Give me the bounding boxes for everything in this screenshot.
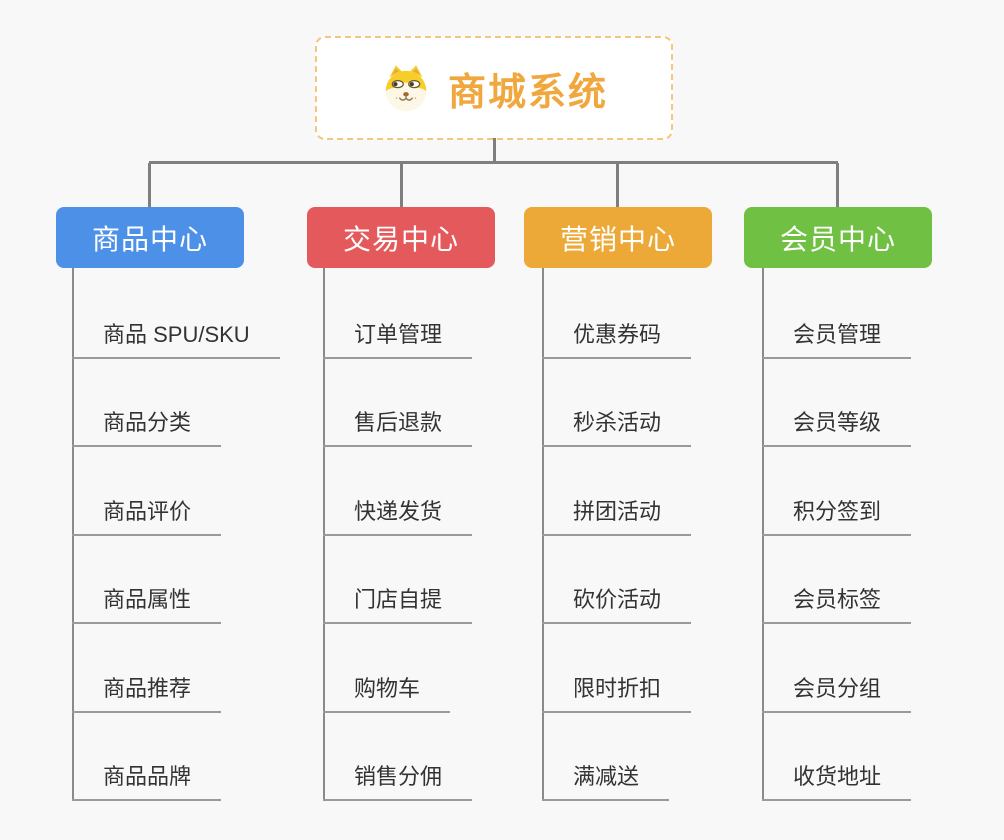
leaf-node[interactable]: 商品推荐 [72, 676, 222, 713]
branch-node-product-center[interactable]: 商品中心 [56, 207, 244, 268]
leaf-node[interactable]: 商品分类 [72, 410, 222, 447]
leaf-node[interactable]: 商品 SPU/SKU [72, 322, 280, 359]
leaf-node[interactable]: 购物车 [323, 676, 451, 713]
connector-horizontal-bus [149, 161, 838, 164]
leaf-node[interactable]: 优惠券码 [542, 322, 692, 359]
leaf-node[interactable]: 售后退款 [323, 410, 473, 447]
root-title: 商城系统 [447, 71, 608, 114]
leaf-node[interactable]: 商品评价 [72, 499, 222, 536]
leaf-node[interactable]: 积分签到 [762, 499, 912, 536]
leaf-node[interactable]: 砍价活动 [542, 587, 692, 624]
connector-drop-marketing [616, 163, 619, 207]
leaf-node[interactable]: 商品属性 [72, 587, 222, 624]
leaf-node[interactable]: 销售分佣 [323, 764, 473, 801]
leaf-node[interactable]: 拼团活动 [542, 499, 692, 536]
shiba-dog-icon [385, 65, 427, 112]
branch-node-marketing-center[interactable]: 营销中心 [524, 207, 712, 268]
leaf-node[interactable]: 商品品牌 [72, 764, 222, 801]
connector-drop-trade [400, 163, 403, 207]
leaf-node[interactable]: 快递发货 [323, 499, 473, 536]
connector-drop-member [836, 163, 839, 207]
branch-node-trade-center[interactable]: 交易中心 [307, 207, 495, 268]
branch-node-member-center[interactable]: 会员中心 [744, 207, 932, 268]
leaf-node[interactable]: 会员分组 [762, 676, 912, 713]
leaf-node[interactable]: 限时折扣 [542, 676, 692, 713]
leaf-node[interactable]: 会员管理 [762, 322, 912, 359]
leaf-node[interactable]: 门店自提 [323, 587, 473, 624]
leaf-node[interactable]: 满减送 [542, 764, 670, 801]
leaf-node[interactable]: 订单管理 [323, 322, 473, 359]
leaf-node[interactable]: 收货地址 [762, 764, 912, 801]
connector-drop-product [148, 163, 151, 207]
root-node-mall-system[interactable]: 商城系统 [315, 36, 673, 140]
connector-root-stem [493, 138, 496, 162]
leaf-node[interactable]: 会员等级 [762, 410, 912, 447]
leaf-node[interactable]: 会员标签 [762, 587, 912, 624]
leaf-node[interactable]: 秒杀活动 [542, 410, 692, 447]
